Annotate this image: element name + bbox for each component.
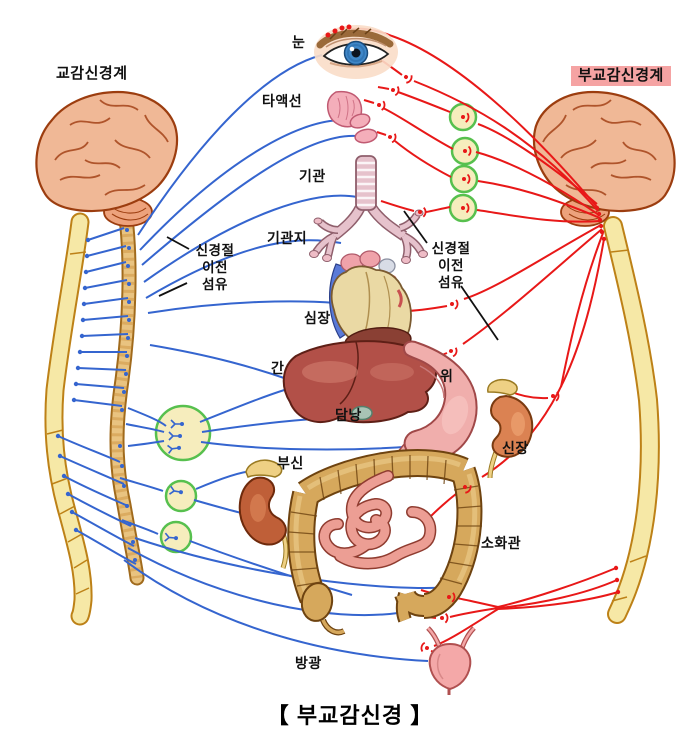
label-heart: 심장 bbox=[304, 310, 331, 326]
large-intestine-illustration bbox=[287, 449, 483, 636]
sympathetic-chain bbox=[109, 210, 145, 586]
trachea-illustration bbox=[309, 155, 428, 264]
label-salivary-gland: 타액선 bbox=[262, 93, 303, 109]
brain-left bbox=[35, 90, 179, 227]
preganglionic-line3: 섬유 bbox=[438, 275, 464, 290]
spinal-cord-right bbox=[603, 216, 660, 624]
label-preganglionic-fiber-left: 신경절 이전 섬유 bbox=[186, 242, 244, 293]
preganglionic-line3: 섬유 bbox=[202, 277, 228, 292]
preganglionic-line2: 이전 bbox=[202, 260, 228, 275]
sympathetic-nerves bbox=[57, 54, 457, 662]
bladder-illustration bbox=[426, 626, 476, 695]
label-parasympathetic-system: 부교감신경계 bbox=[571, 66, 671, 86]
spinal-cord-left bbox=[44, 212, 93, 626]
salivary-glands-illustration bbox=[326, 90, 378, 144]
preganglionic-line2: 이전 bbox=[438, 258, 464, 273]
label-trachea: 기관 bbox=[299, 168, 326, 184]
small-intestine-illustration bbox=[318, 470, 437, 570]
pointer-lines bbox=[158, 210, 499, 341]
diagram-title: 【 부교감신경 】 bbox=[266, 703, 434, 728]
preganglionic-line1: 신경절 bbox=[431, 241, 471, 256]
parasympathetic-nerves bbox=[345, 27, 619, 660]
label-sympathetic-system: 교감신경계 bbox=[56, 65, 128, 82]
preganglionic-line1: 신경절 bbox=[195, 243, 235, 258]
liver-illustration bbox=[282, 340, 437, 424]
label-kidney: 신장 bbox=[502, 440, 529, 456]
nerve-ending-markers bbox=[55, 24, 621, 654]
gallbladder-shape bbox=[351, 405, 373, 421]
label-liver: 간 bbox=[271, 360, 285, 376]
label-preganglionic-fiber-right: 신경절 이전 섬유 bbox=[422, 240, 480, 291]
label-gallbladder: 담낭 bbox=[335, 407, 362, 423]
kidney-left-illustration bbox=[238, 459, 289, 569]
eye-illustration bbox=[314, 25, 398, 79]
kidney-right-illustration bbox=[487, 379, 534, 479]
label-eye: 눈 bbox=[292, 34, 306, 50]
label-adrenal-gland: 부신 bbox=[277, 455, 304, 471]
label-digestive-tract: 소화관 bbox=[481, 535, 522, 551]
label-bronchus: 기관지 bbox=[267, 230, 308, 246]
label-bladder: 방광 bbox=[295, 655, 322, 671]
label-stomach: 위 bbox=[440, 368, 454, 384]
